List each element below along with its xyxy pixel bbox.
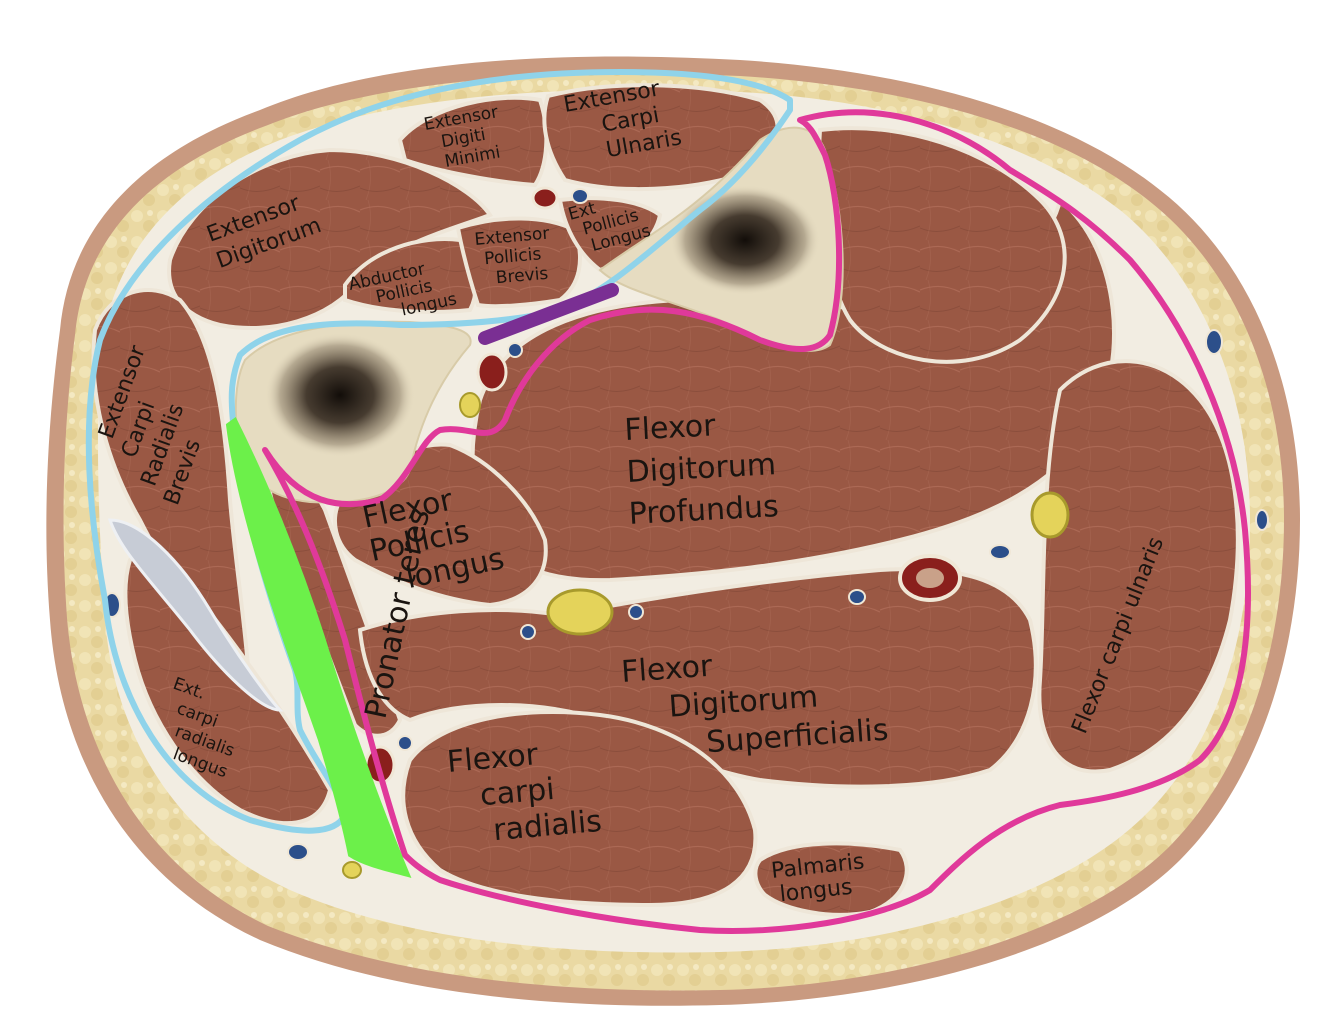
flexor-carpi-ulnaris-muscle bbox=[1037, 359, 1240, 774]
ulna-marrow bbox=[670, 185, 820, 295]
vein bbox=[989, 544, 1011, 560]
vein bbox=[1255, 509, 1269, 531]
interosseous-artery bbox=[476, 352, 508, 392]
radius-marrow bbox=[265, 333, 415, 457]
fat-pad bbox=[459, 392, 481, 418]
flexor-digitorum-superficialis-muscle bbox=[357, 567, 1038, 789]
vein bbox=[1205, 329, 1223, 355]
vein bbox=[848, 589, 866, 605]
interosseous-membrane-line bbox=[478, 283, 619, 345]
pronator-teres-line bbox=[225, 417, 412, 879]
brachioradialis-tendon bbox=[107, 518, 284, 712]
label-extensor-pollicis-brevis: Extensor Pollicis Brevis bbox=[474, 223, 559, 290]
palmaris-longus-muscle bbox=[753, 841, 909, 917]
muscle-group bbox=[91, 83, 1240, 917]
extensor-digiti-minimi-muscle bbox=[397, 95, 549, 188]
ulnar-nerve bbox=[1030, 491, 1070, 539]
radial-artery-lumen bbox=[916, 568, 944, 588]
vein bbox=[397, 735, 413, 751]
median-nerve bbox=[546, 588, 614, 636]
fat-pad bbox=[342, 861, 362, 879]
extensor-digitorum-muscle bbox=[167, 147, 494, 330]
flexor-carpi-radialis-muscle bbox=[401, 710, 758, 908]
vein bbox=[287, 843, 309, 861]
extensor-pollicis-brevis-muscle bbox=[455, 216, 582, 309]
vein bbox=[628, 604, 644, 620]
label-flexor-digitorum-profundus: Flexor Digitorum Profundus bbox=[624, 405, 789, 532]
label-flexor-carpi-radialis: Flexor carpi radialis bbox=[446, 732, 604, 852]
vein bbox=[507, 342, 523, 358]
vein bbox=[571, 188, 589, 204]
neurovascular-structures bbox=[103, 186, 1269, 879]
post-interosseous-artery bbox=[531, 186, 559, 210]
vein bbox=[520, 624, 536, 640]
veins bbox=[103, 188, 1269, 861]
extensor-carpi-radialis-brevis-muscle bbox=[91, 288, 253, 698]
flexor-compartment-outline bbox=[262, 109, 1251, 934]
